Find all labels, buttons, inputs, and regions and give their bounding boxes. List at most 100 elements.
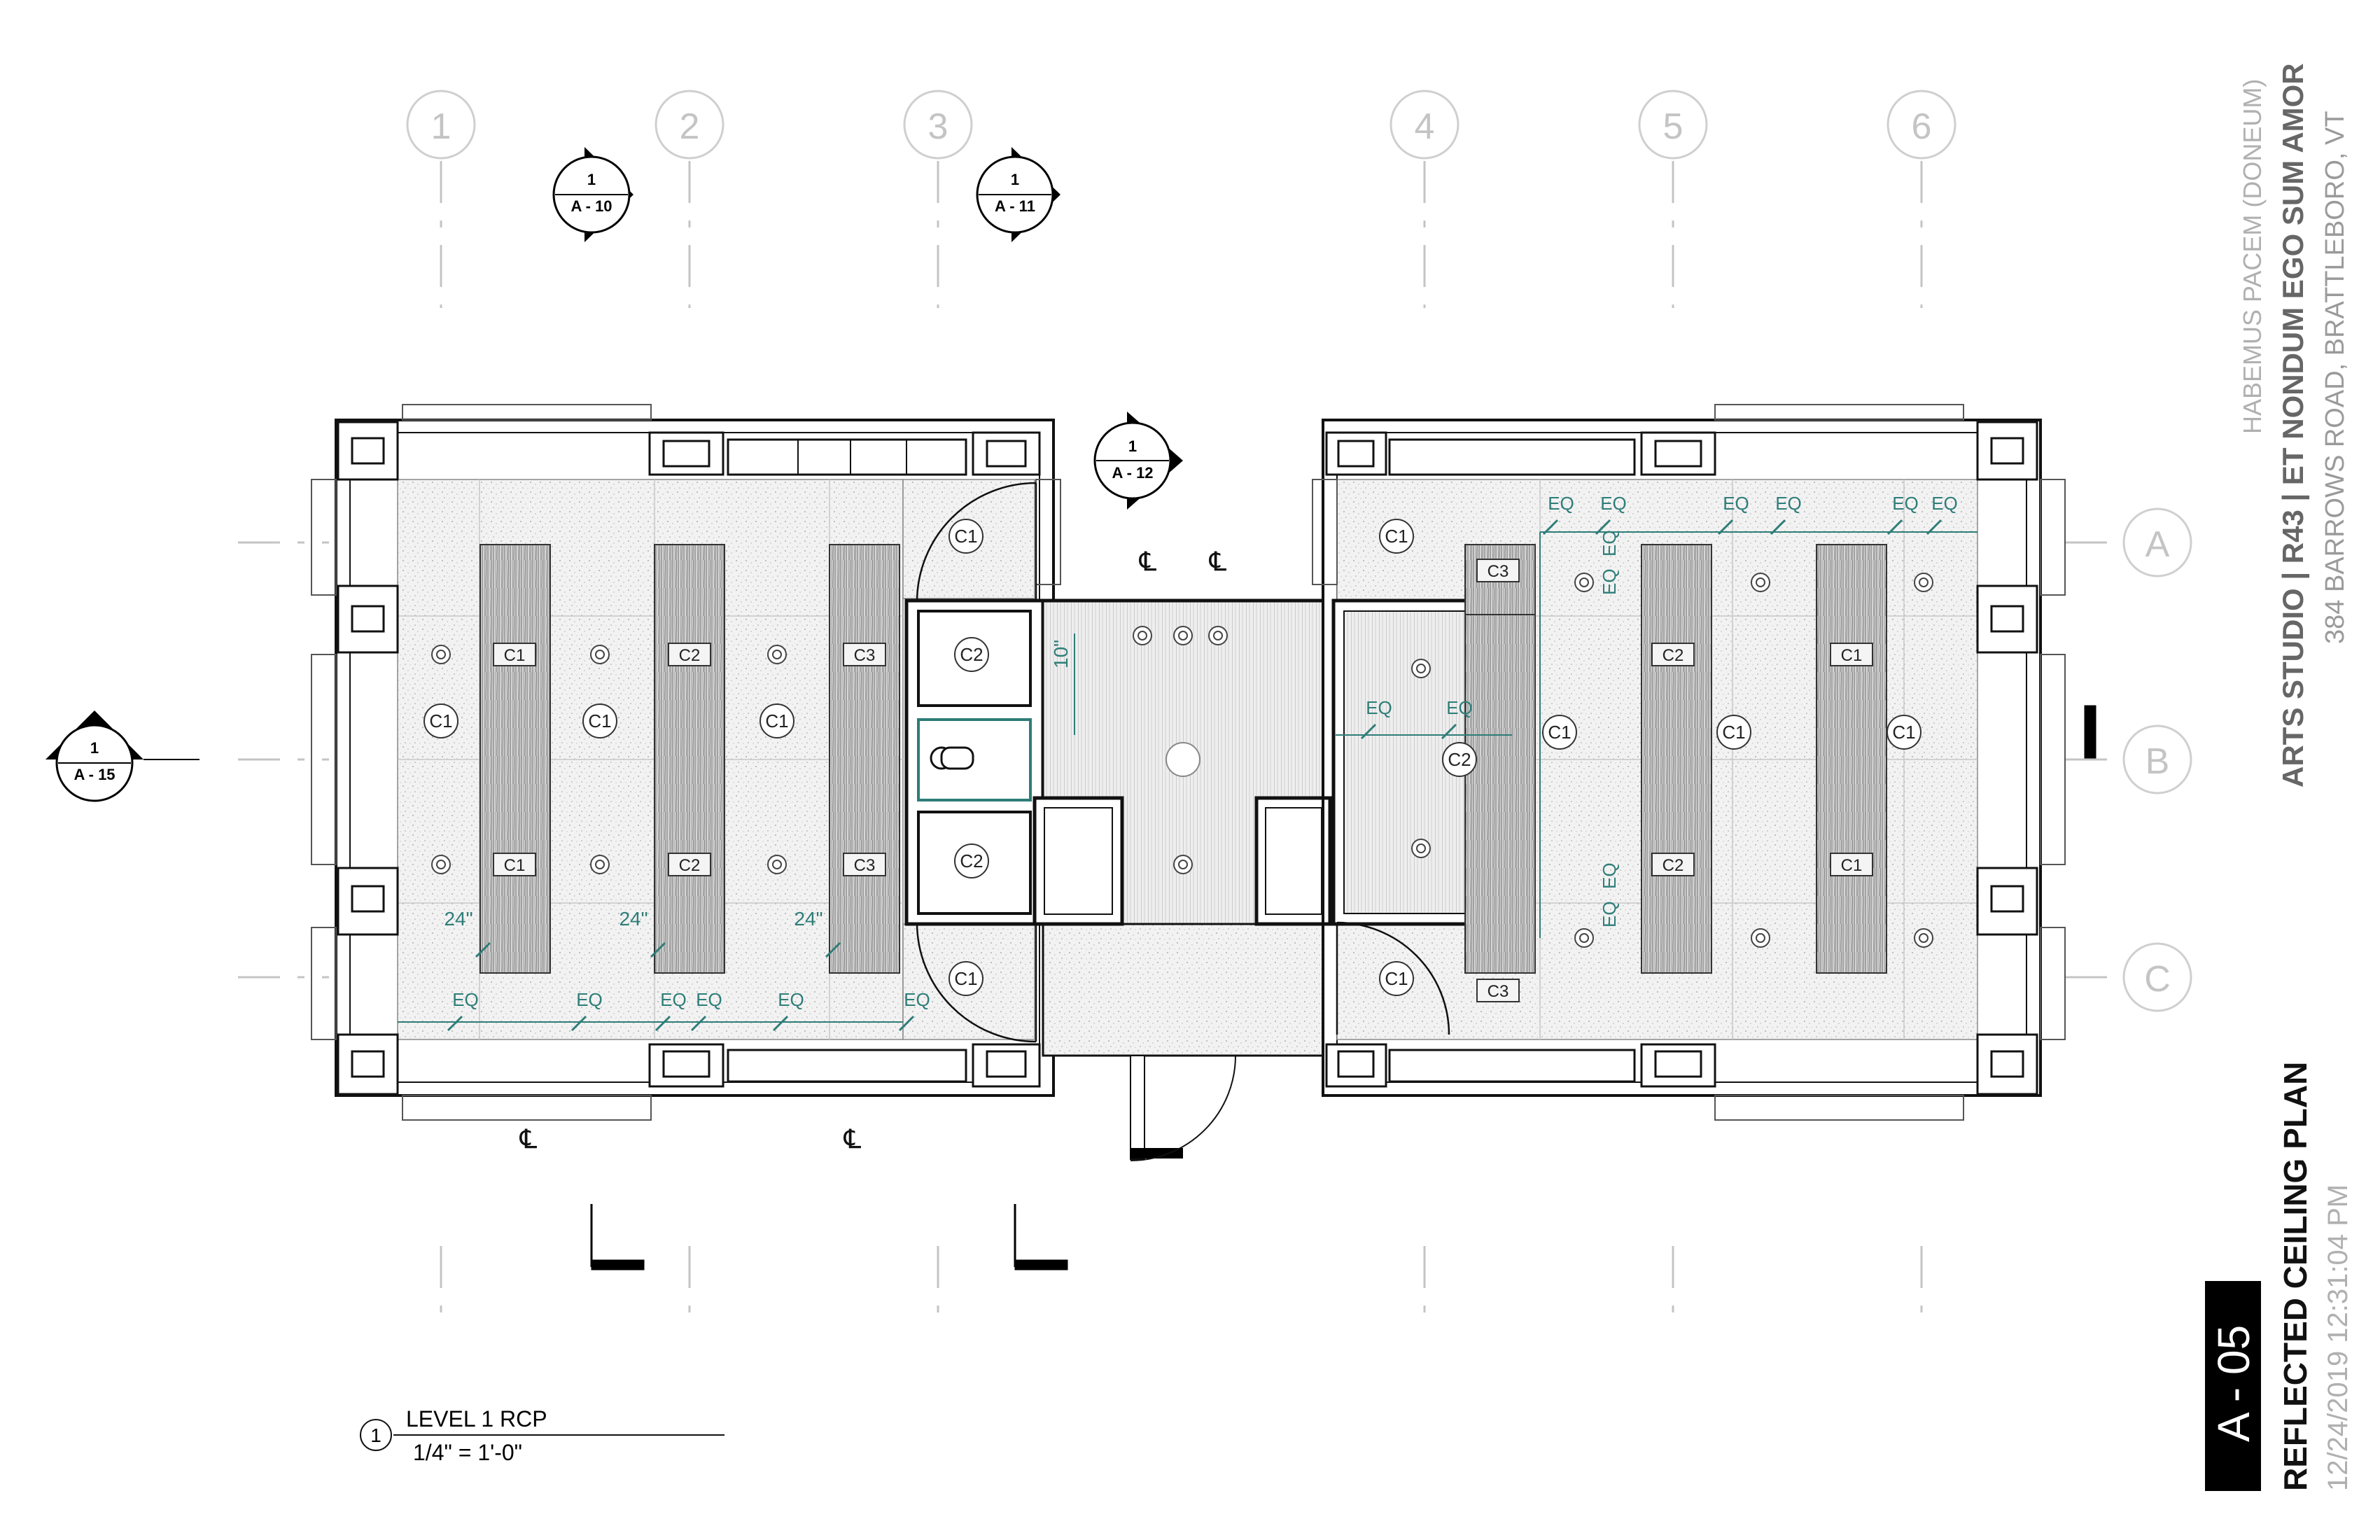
fixture-tag-c2: C2: [1651, 643, 1695, 666]
svg-text:C1: C1: [765, 710, 788, 732]
svg-text:℄: ℄: [519, 1125, 538, 1154]
section-marker-a10[interactable]: 1 A - 10: [552, 147, 634, 242]
svg-text:C1: C1: [1841, 856, 1863, 875]
sheet-number: A - 05: [2208, 1325, 2259, 1442]
section-marker-a11[interactable]: 1 A - 11: [976, 147, 1060, 242]
svg-text:A - 11: A - 11: [995, 197, 1035, 215]
eq-label: EQ: [1599, 901, 1620, 927]
svg-text:C3: C3: [1488, 562, 1509, 581]
svg-text:6: 6: [1912, 106, 1932, 147]
recessed-light: [1751, 573, 1770, 592]
svg-text:℄: ℄: [1209, 547, 1227, 577]
recessed-light: [767, 645, 787, 664]
svg-text:A - 10: A - 10: [570, 197, 612, 215]
grid-bubble-1: 1: [406, 90, 476, 160]
grid-bubble-A: A: [2122, 507, 2192, 578]
fixture-tag-c2: C2: [668, 853, 711, 876]
fixture-tag-c1: C1: [1886, 715, 1921, 750]
eq-label: EQ: [1366, 697, 1392, 718]
svg-text:C2: C2: [960, 850, 983, 872]
eq-label: EQ: [1931, 493, 1958, 514]
svg-text:C2: C2: [679, 646, 701, 665]
svg-text:1: 1: [587, 171, 596, 188]
svg-text:4: 4: [1415, 106, 1435, 147]
svg-text:A - 12: A - 12: [1112, 464, 1153, 482]
recessed-lights: [431, 573, 1933, 948]
eq-label: EQ: [778, 989, 804, 1010]
svg-text:C3: C3: [854, 856, 876, 875]
project-address: 384 BARROWS ROAD, BRATTLEBORO, VT: [2320, 111, 2350, 644]
eq-label: EQ: [1548, 493, 1574, 514]
recessed-light: [1173, 626, 1193, 645]
grid-bubble-6: 6: [1886, 90, 1956, 160]
fixture-tag-c1: C1: [948, 519, 983, 554]
section-marker-a12[interactable]: 1 A - 12: [1093, 412, 1183, 510]
center-connector: [1032, 598, 1332, 1161]
centerline-marks: ℄ ℄ ℄ ℄: [519, 547, 1227, 1154]
project-name: ARTS STUDIO | R43 | ET NONDUM EGO SUM AM…: [2276, 63, 2310, 788]
svg-text:C2: C2: [1662, 856, 1684, 875]
fixture-tag-c3: C3: [1476, 979, 1520, 1002]
svg-text:1: 1: [370, 1424, 382, 1446]
fixture-tag-c2: C2: [668, 643, 711, 666]
section-cut-lines: [590, 705, 2096, 1270]
eq-label: EQ: [1599, 530, 1620, 556]
fixture-tag-c2: C2: [1442, 742, 1477, 777]
view-title-scale: 1/4" = 1'-0": [413, 1440, 522, 1465]
grid-bubble-3: 3: [903, 90, 973, 160]
svg-text:3: 3: [928, 106, 948, 147]
sheet-number-box: [2205, 1281, 2261, 1491]
grid-bubble-5: 5: [1638, 90, 1708, 160]
svg-text:C1: C1: [1722, 722, 1745, 743]
recessed-light: [1133, 626, 1152, 645]
svg-text:C2: C2: [960, 644, 983, 665]
section-marker-a15[interactable]: 1 A - 15: [46, 710, 200, 802]
svg-text:1: 1: [90, 739, 99, 757]
svg-text:A - 15: A - 15: [74, 766, 115, 783]
view-title: 1 LEVEL 1 RCP 1/4" = 1'-0": [360, 1406, 724, 1465]
eq-label: EQ: [1446, 697, 1473, 718]
fixture-tag-c2: C2: [1651, 853, 1695, 876]
svg-text:C2: C2: [679, 856, 701, 875]
recessed-light: [1574, 928, 1594, 948]
eq-label: EQ: [452, 989, 479, 1010]
svg-text:C3: C3: [854, 646, 876, 665]
svg-text:B: B: [2146, 741, 2170, 782]
eq-label: EQ: [1599, 862, 1620, 889]
recessed-light: [1411, 659, 1431, 678]
svg-text:C1: C1: [1841, 646, 1863, 665]
fixture-tag-c1: C1: [1542, 715, 1577, 750]
fixture-tag-c1: C1: [424, 704, 458, 738]
company-name: HABEMUS PACEM (DONEUM): [2238, 79, 2267, 434]
eq-label: EQ: [576, 989, 603, 1010]
fixture-tag-c3: C3: [1476, 559, 1520, 582]
spacing-label: 24": [794, 908, 822, 930]
svg-text:℄: ℄: [1139, 547, 1157, 577]
fixture-tag-c3: C3: [843, 643, 886, 666]
eq-label: EQ: [660, 989, 687, 1010]
sheet-title: REFLECTED CEILING PLAN: [2277, 1062, 2314, 1491]
floor-plan: [311, 404, 2066, 1161]
recessed-light: [431, 645, 451, 664]
grid-bubble-2: 2: [654, 90, 724, 160]
grid-bubble-C: C: [2122, 942, 2192, 1012]
eq-label: EQ: [1892, 493, 1919, 514]
grid-bubble-B: B: [2122, 724, 2192, 794]
fixture-tag-c1: C1: [1830, 643, 1873, 666]
spacing-label: 10": [1050, 640, 1072, 668]
recessed-light: [1751, 928, 1770, 948]
svg-text:C1: C1: [504, 646, 526, 665]
svg-text:C: C: [2144, 959, 2171, 1000]
fixture-tag-c1: C1: [1830, 853, 1873, 876]
recessed-light: [1574, 573, 1594, 592]
eq-label: EQ: [1600, 493, 1627, 514]
fixture-tag-c1: C1: [760, 704, 794, 738]
svg-text:C1: C1: [1385, 968, 1408, 989]
grid-lines: [238, 161, 2121, 1330]
recessed-light: [1914, 573, 1933, 592]
svg-text:1: 1: [1011, 171, 1019, 188]
recessed-light: [1914, 928, 1933, 948]
svg-text:C1: C1: [954, 526, 977, 547]
recessed-light: [590, 855, 610, 874]
